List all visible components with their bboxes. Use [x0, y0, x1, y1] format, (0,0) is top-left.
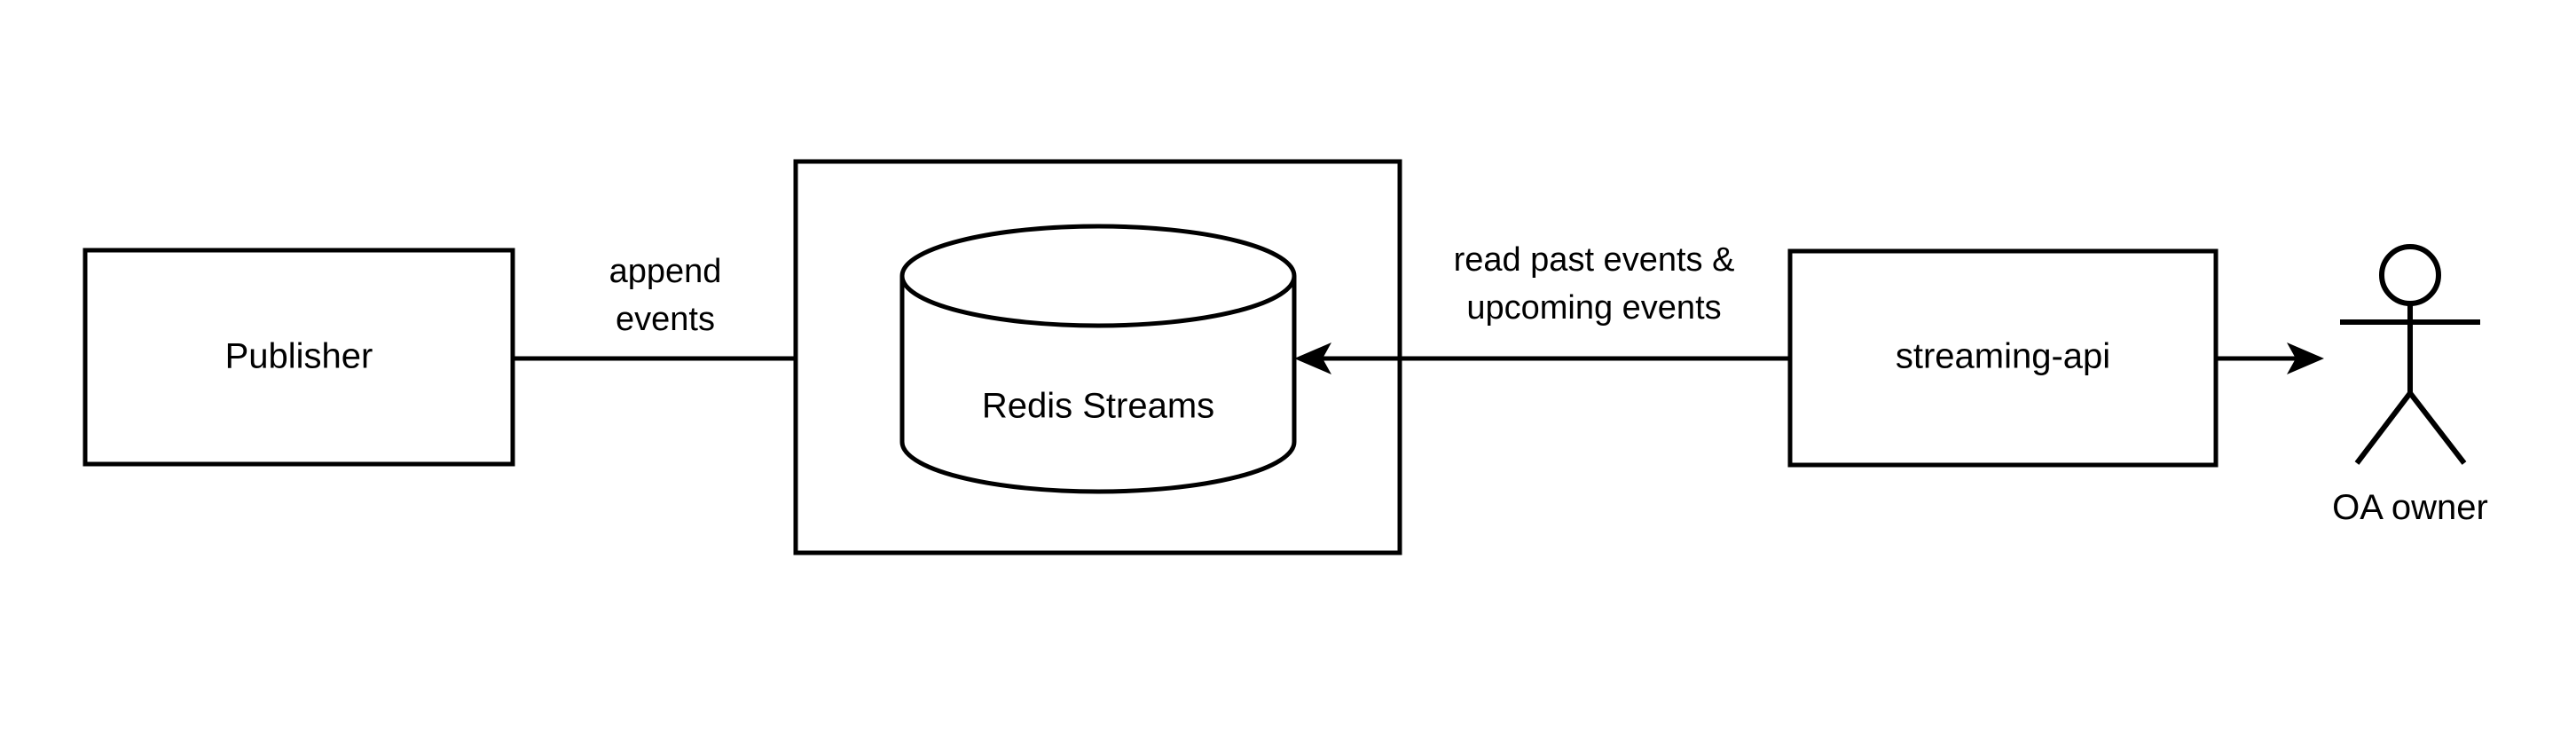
publisher-box[interactable]: [82, 248, 515, 467]
node-publisher[interactable]: Publisher: [82, 248, 515, 467]
edge-streaming-api-to-redis[interactable]: read past events & upcoming events: [1294, 241, 1790, 374]
redis-streams-label: Redis Streams: [982, 387, 1214, 426]
redis-streams-cylinder-body: [899, 276, 1297, 494]
streaming-api-label: streaming-api: [1896, 337, 2110, 376]
oa-owner-leg-right: [2407, 391, 2467, 465]
edge-streaming-api-to-redis-label-line1: read past events &: [1454, 241, 1735, 279]
edge-streaming-api-to-owner[interactable]: [2216, 343, 2324, 374]
streaming-api-box[interactable]: [1787, 248, 2219, 468]
node-streaming-api[interactable]: streaming-api: [1787, 248, 2219, 468]
oa-owner-leg-left: [2354, 391, 2413, 465]
node-oa-owner[interactable]: OA owner: [2332, 244, 2488, 527]
edge-publisher-to-redis-label-line2: events: [616, 301, 715, 338]
edge-publisher-to-redis-label-line1: append: [609, 253, 722, 290]
node-redis-streams[interactable]: Redis Streams: [899, 224, 1297, 494]
oa-owner-label: OA owner: [2332, 488, 2488, 527]
redis-streams-cylinder-top: [899, 224, 1297, 328]
oa-owner-head-icon: [2379, 244, 2441, 306]
edge-streaming-api-to-redis-arrowhead: [1294, 343, 1331, 374]
edge-streaming-api-to-redis-label-line2: upcoming events: [1466, 289, 1721, 327]
edge-streaming-api-to-owner-arrowhead: [2287, 343, 2324, 374]
publisher-label: Publisher: [225, 337, 373, 376]
